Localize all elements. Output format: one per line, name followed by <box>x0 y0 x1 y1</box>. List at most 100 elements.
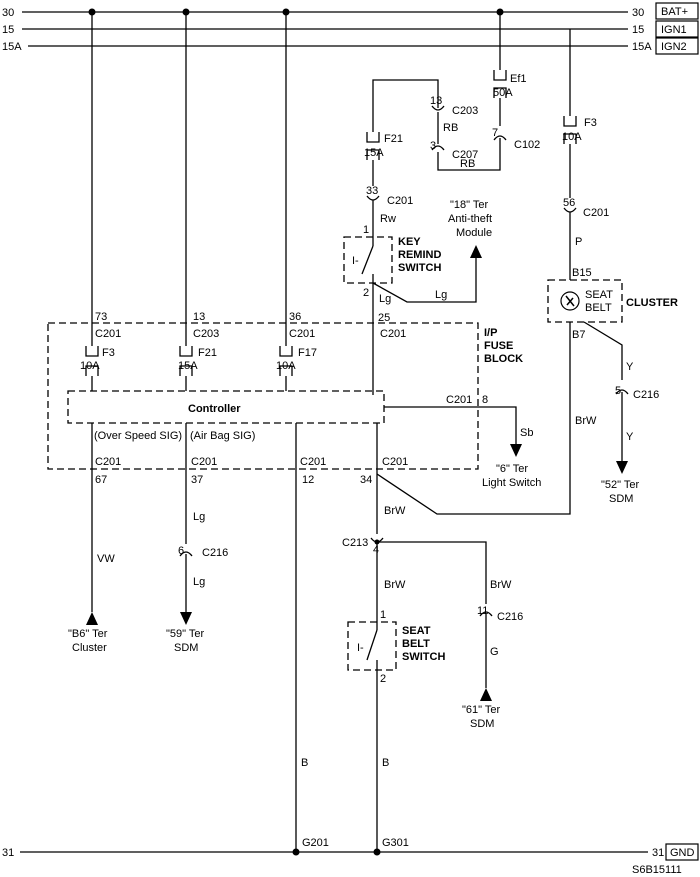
fuse-out1-conn: C201 <box>95 456 121 468</box>
f3-top-fuse-rating: 10A <box>562 131 582 143</box>
seat-switch-pin-top: 1 <box>380 609 386 621</box>
ef1-fuse-name: Ef1 <box>510 73 527 85</box>
fuse-in3-pin: 36 <box>289 311 301 323</box>
switch-symbol: I- <box>352 255 359 267</box>
fuse-sb-conn: C201 <box>446 394 472 406</box>
g201-ground-circuit: B G201 <box>295 423 329 852</box>
antitheft-line-1: "18" Ter <box>450 199 489 211</box>
c216-y-name: C216 <box>633 389 659 401</box>
arrow-up-icon <box>86 612 98 625</box>
sdm59-line-2: SDM <box>174 642 198 654</box>
c213-pin: 4 <box>373 544 379 556</box>
wire-lg-lower: Lg <box>193 576 205 588</box>
seat-switch-label-1: SEAT <box>402 625 431 637</box>
wire-brw-switch: BrW <box>384 579 406 591</box>
key-switch-pin-bottom: 2 <box>363 287 369 299</box>
key-switch-pin-top: 1 <box>363 224 369 236</box>
gnd-bus-left-label: 31 <box>2 847 14 859</box>
seat-switch-label-3: SWITCH <box>402 651 445 663</box>
c207-pin: 3 <box>430 140 436 152</box>
fuse-block-label-3: BLOCK <box>484 353 523 365</box>
fuse-in3-rating: 10A <box>276 360 296 372</box>
fuse-out3-conn: C201 <box>300 456 326 468</box>
gnd-bus-right-label: 31 <box>652 847 664 859</box>
cluster-box <box>547 279 623 323</box>
antitheft-line-3: Module <box>456 227 492 239</box>
c203-name: C203 <box>452 105 478 117</box>
c201-key-connector: 33 C201 Rw <box>366 185 413 237</box>
b6-line-1: "B6" Ter <box>68 628 108 640</box>
wire-rb-lower: RB <box>460 158 475 170</box>
c216-lg-pin: 6 <box>178 545 184 557</box>
arrow-up-icon <box>470 245 482 258</box>
seat-belt-switch-box <box>347 621 397 671</box>
light-switch-line-2: Light Switch <box>482 477 541 489</box>
b6-line-2: Cluster <box>72 642 107 654</box>
wire-brw-cluster: BrW <box>575 415 597 427</box>
fuse-in1-name: F3 <box>102 347 115 359</box>
seat-belt-icon <box>560 291 580 311</box>
ign2-bus-tag: IGN2 <box>661 41 687 53</box>
c102-name: C102 <box>514 139 540 151</box>
seat-switch-pin-bottom: 2 <box>380 673 386 685</box>
diagram-id: S6B15111 <box>632 864 682 876</box>
key-switch-label-2: REMIND <box>398 249 441 261</box>
c207-name: C207 <box>452 149 478 161</box>
c216-lg-name: C216 <box>202 547 228 559</box>
controller-label: Controller <box>188 403 241 415</box>
g301-label: G301 <box>382 837 409 849</box>
sdm59-line-1: "59" Ter <box>166 628 205 640</box>
cluster-label: CLUSTER <box>626 297 678 309</box>
ign1-bus: 15 15 IGN1 <box>2 20 699 38</box>
f21-top-fuse-rating: 15A <box>364 147 384 159</box>
wire-brw-upper: BrW <box>384 505 406 517</box>
bat-bus-left-label: 30 <box>2 7 14 19</box>
wire-lg-upper: Lg <box>193 511 205 523</box>
key-switch-label-1: KEY <box>398 236 421 248</box>
cluster-pin-b15: B15 <box>572 267 592 279</box>
c201-cluster-name: C201 <box>583 207 609 219</box>
seat-belt-switch-circuit: BrW C213 4 BrW BrW 11 C216 G "61" Ter SD… <box>342 423 523 852</box>
ign1-bus-left-label: 15 <box>2 24 14 36</box>
wire-lg-key: Lg <box>379 293 391 305</box>
fuse-in2-conn: C203 <box>193 328 219 340</box>
key-switch-label-3: SWITCH <box>398 262 441 274</box>
cluster-icon-line-1: SEAT <box>585 289 613 301</box>
ign1-bus-right-label: 15 <box>632 24 644 36</box>
ip-fuse-block: I/P FUSE BLOCK Controller 73 C201 F3 10A… <box>47 12 541 489</box>
bat-bus-right-label: 30 <box>632 7 644 19</box>
c216-g-name: C216 <box>497 611 523 623</box>
ef1-fuse-rating: 50A <box>493 87 513 99</box>
cluster-circuit: F3 10A 56 C201 P B15 SEAT BELT CLUSTER B… <box>376 29 678 515</box>
junction-dot <box>373 848 381 856</box>
wire-b-g301: B <box>382 757 389 769</box>
seat-switch-label-2: BELT <box>402 638 430 650</box>
ign1-bus-tag: IGN1 <box>661 24 687 36</box>
signal-over-speed: (Over Speed SIG) <box>94 430 182 442</box>
f21-top-fuse-name: F21 <box>384 133 403 145</box>
fuse-out4-pin: 34 <box>360 474 372 486</box>
sdm52-line-1: "52" Ter <box>601 479 640 491</box>
c102-pin: 7 <box>492 127 498 139</box>
wire-brw-sdm: BrW <box>490 579 512 591</box>
wire-g: G <box>490 646 499 658</box>
wire-p: P <box>575 236 582 248</box>
key-switch-c201: C201 <box>380 328 406 340</box>
cluster-pin-b7: B7 <box>572 329 585 341</box>
ign2-bus-left-label: 15A <box>2 41 22 53</box>
wire-y-lower: Y <box>626 431 634 443</box>
signal-air-bag: (Air Bag SIG) <box>190 430 255 442</box>
fuse-out3-pin: 12 <box>302 474 314 486</box>
light-switch-line-1: "6" Ter <box>496 463 528 475</box>
fuse-in1-rating: 10A <box>80 360 100 372</box>
arrow-down-icon <box>616 461 628 474</box>
key-switch-pin-25: 25 <box>378 312 390 324</box>
sdm61-line-2: SDM <box>470 718 494 730</box>
fuse-in1-pin: 73 <box>95 311 107 323</box>
g201-label: G201 <box>302 837 329 849</box>
fuse-in3-name: F17 <box>298 347 317 359</box>
fuse-block-label-2: FUSE <box>484 340 513 352</box>
sdm59-circuit: Lg 6 C216 Lg "59" Ter SDM <box>166 423 228 654</box>
wire-rw: Rw <box>380 213 396 225</box>
